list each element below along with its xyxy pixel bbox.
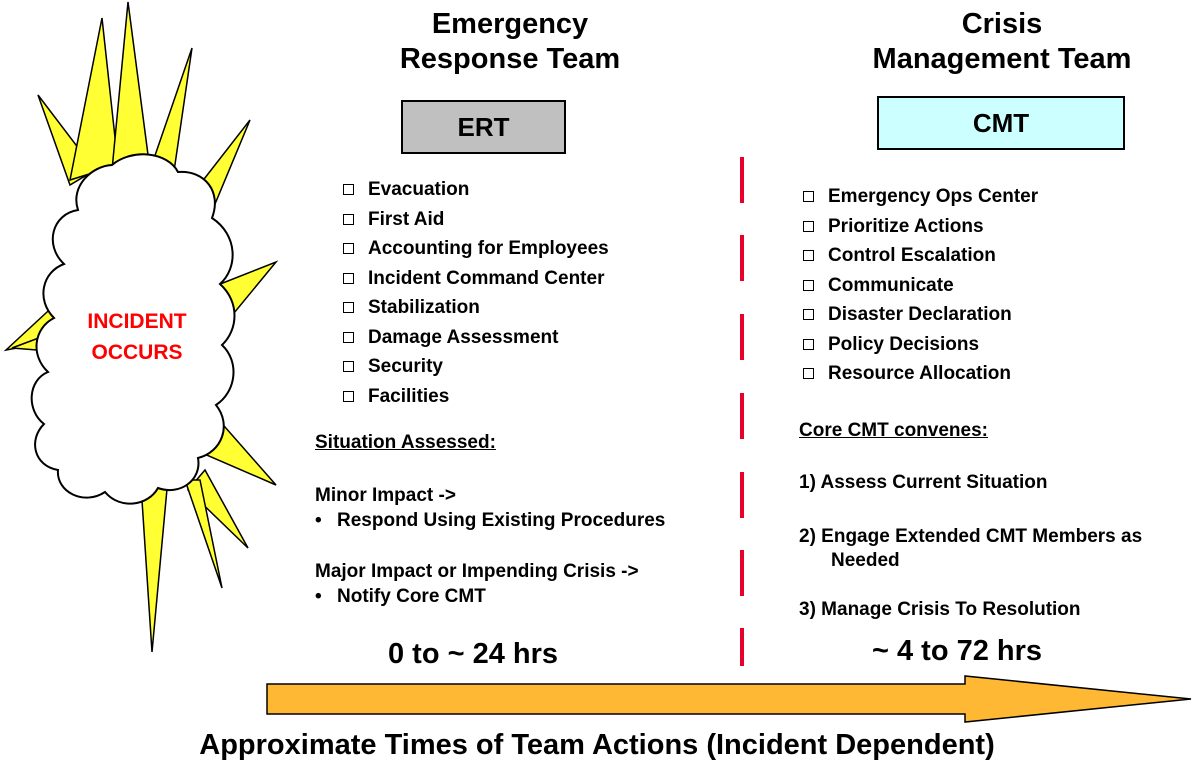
- checkbox-icon: [803, 368, 814, 379]
- list-item: Control Escalation: [800, 241, 1038, 271]
- list-item: Resource Allocation: [800, 359, 1038, 389]
- ert-actions-list: Evacuation First Aid Accounting for Empl…: [340, 175, 609, 411]
- checkbox-icon: [343, 272, 354, 284]
- divider-dash: [740, 235, 744, 281]
- checkbox-icon: [803, 220, 814, 232]
- checkbox-icon: [343, 302, 354, 313]
- cmt-title-line2: Management Team: [872, 43, 1132, 75]
- incident-label: INCIDENT OCCURS: [62, 306, 212, 368]
- major-impact-label: Major Impact or Impending Crisis ->: [315, 561, 639, 582]
- list-item: Evacuation: [340, 175, 609, 205]
- cmt-acronym: CMT: [972, 108, 1030, 138]
- divider-dash: [740, 393, 744, 439]
- list-item: Stabilization: [340, 293, 609, 323]
- ert-time-range: 0 to ~ 24 hrs: [388, 638, 559, 670]
- list-item: First Aid: [340, 205, 609, 235]
- cmt-actions-list: Emergency Ops Center Prioritize Actions …: [800, 182, 1038, 389]
- checkbox-icon: [343, 361, 354, 372]
- divider-dash: [740, 157, 744, 203]
- cmt-title: Crisis Management Team: [822, 7, 1182, 77]
- cmt-step-3: 3) Manage Crisis To Resolution: [799, 599, 1081, 620]
- checkbox-icon: [343, 184, 354, 195]
- list-item: Incident Command Center: [340, 264, 609, 294]
- bullet-icon: •: [315, 510, 322, 531]
- checkbox-icon: [803, 279, 814, 291]
- checkbox-icon: [343, 243, 354, 254]
- ert-title-line1: Emergency: [431, 8, 589, 40]
- ert-title: Emergency Response Team: [340, 7, 680, 77]
- divider-dash: [740, 550, 744, 596]
- incident-burst-graphic: [3, 1, 279, 653]
- checkbox-icon: [803, 338, 814, 350]
- cmt-title-line1: Crisis: [961, 8, 1043, 40]
- checkbox-icon: [803, 250, 814, 261]
- checkbox-icon: [343, 390, 354, 402]
- cloud-shape: [30, 153, 236, 505]
- minor-impact-label: Minor Impact ->: [315, 485, 456, 506]
- checkbox-icon: [343, 213, 354, 225]
- list-item: Communicate: [800, 271, 1038, 301]
- divider-dash: [740, 314, 744, 360]
- list-item: Policy Decisions: [800, 330, 1038, 360]
- cmt-step-1: 1) Assess Current Situation: [799, 472, 1048, 493]
- ert-title-line2: Response Team: [399, 43, 621, 75]
- checkbox-icon: [803, 191, 814, 202]
- cmt-step-2-continued: Needed: [831, 550, 900, 571]
- situation-assessed-heading: Situation Assessed:: [315, 432, 496, 453]
- list-item: Prioritize Actions: [800, 212, 1038, 242]
- cmt-acronym-box: CMT: [877, 96, 1125, 150]
- ert-acronym: ERT: [457, 112, 510, 142]
- bullet-icon: •: [315, 586, 322, 607]
- incident-label-line1: INCIDENT: [87, 310, 187, 333]
- list-item: Emergency Ops Center: [800, 182, 1038, 212]
- major-impact-bullet: •Notify Core CMT: [315, 586, 486, 607]
- footer-caption: Approximate Times of Team Actions (Incid…: [199, 729, 995, 761]
- cmt-time-range: ~ 4 to 72 hrs: [872, 635, 1043, 667]
- cmt-step-2: 2) Engage Extended CMT Members as: [799, 526, 1143, 547]
- divider-dash: [740, 628, 744, 666]
- incident-label-line2: OCCURS: [91, 341, 183, 364]
- list-item: Damage Assessment: [340, 323, 609, 353]
- ert-acronym-box: ERT: [401, 100, 566, 154]
- list-item: Accounting for Employees: [340, 234, 609, 264]
- arrow-shape: [266, 675, 1192, 723]
- core-cmt-convenes-heading: Core CMT convenes:: [799, 420, 988, 441]
- checkbox-icon: [803, 309, 814, 320]
- checkbox-icon: [343, 331, 354, 343]
- minor-impact-bullet: •Respond Using Existing Procedures: [315, 510, 666, 531]
- divider-dash: [740, 472, 744, 518]
- list-item: Facilities: [340, 382, 609, 412]
- list-item: Security: [340, 352, 609, 382]
- list-item: Disaster Declaration: [800, 300, 1038, 330]
- timeline-arrow: [266, 675, 1192, 723]
